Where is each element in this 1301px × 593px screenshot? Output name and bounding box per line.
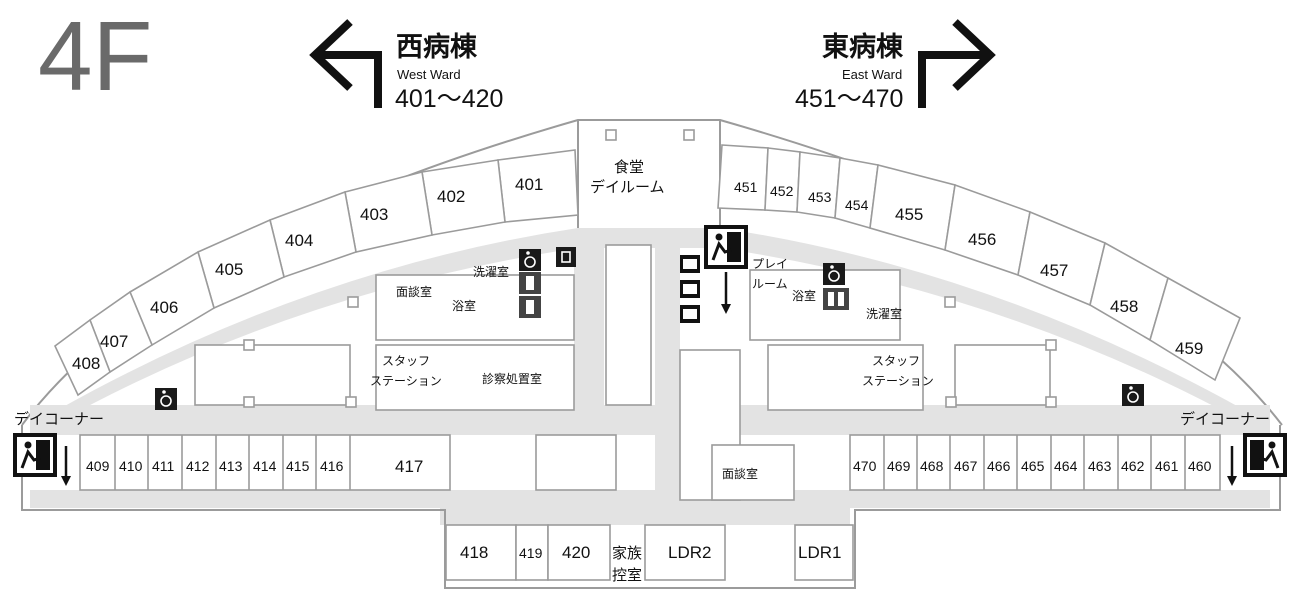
room-452: 452 [770, 183, 794, 199]
emergency-exit-icon [13, 433, 57, 477]
room-412: 412 [186, 458, 210, 474]
room-417: 417 [395, 457, 423, 476]
dining-label: 食堂 [614, 158, 644, 176]
room-467: 467 [954, 458, 978, 474]
room-463: 463 [1088, 458, 1112, 474]
east-ward-english: East Ward [842, 67, 902, 82]
down-arrow-icon [61, 446, 71, 486]
west-interview-room: 面談室 [396, 284, 432, 299]
east-staff-1: スタッフ [872, 354, 920, 368]
room-420: 420 [562, 543, 590, 562]
room-464: 464 [1054, 458, 1078, 474]
room-403: 403 [360, 205, 388, 224]
room-451: 451 [734, 179, 758, 195]
room-404: 404 [285, 231, 313, 250]
play-room-1: プレイ [752, 257, 788, 271]
room-414: 414 [253, 458, 277, 474]
east-arc-rooms [717, 144, 1242, 382]
room-455: 455 [895, 205, 923, 224]
east-day-corner: デイコーナー [1180, 410, 1270, 428]
emergency-exit-icon [1243, 433, 1287, 477]
west-ward-arrow-icon [309, 19, 382, 108]
treatment-room: 診察処置室 [482, 371, 542, 386]
west-day-corner: デイコーナー [14, 410, 104, 428]
west-laundry: 洗濯室 [473, 264, 509, 279]
east-ward-rooms: 451〜470 [795, 85, 903, 113]
bottom-rooms [445, 524, 854, 581]
west-arc-rooms [53, 149, 579, 397]
room-413: 413 [219, 458, 243, 474]
room-ldr1: LDR1 [798, 543, 841, 562]
room-415: 415 [286, 458, 310, 474]
wheelchair-icon [155, 388, 177, 410]
room-459: 459 [1175, 339, 1203, 358]
room-457: 457 [1040, 261, 1068, 280]
room-462: 462 [1121, 458, 1145, 474]
room-465: 465 [1021, 458, 1045, 474]
room-470: 470 [853, 458, 877, 474]
emergency-exit-icon [704, 225, 748, 269]
room-456: 456 [968, 230, 996, 249]
east-row-rooms [849, 434, 1221, 491]
room-458: 458 [1110, 297, 1138, 316]
dayroom-label: デイルーム [590, 178, 665, 196]
room-406: 406 [150, 298, 178, 317]
family-waiting-1: 家族 [612, 544, 642, 562]
room-401: 401 [515, 175, 543, 194]
room-407: 407 [100, 332, 128, 351]
room-405: 405 [215, 260, 243, 279]
down-arrow-icon [721, 272, 731, 314]
play-room-2: ルーム [752, 277, 788, 291]
wheelchair-icon [1122, 384, 1144, 406]
east-ward-arrow-icon [918, 19, 996, 108]
room-419: 419 [519, 545, 543, 561]
wheelchair-icon [823, 263, 845, 285]
room-453: 453 [808, 189, 832, 205]
west-staff-1: スタッフ [382, 354, 430, 368]
floor-label: 4F [38, 1, 152, 111]
east-staff-2: ステーション [862, 374, 934, 388]
room-ldr2: LDR2 [668, 543, 711, 562]
room-408: 408 [72, 354, 100, 373]
room-454: 454 [845, 197, 869, 213]
room-409: 409 [86, 458, 110, 474]
building-outline [21, 119, 1283, 589]
room-416: 416 [320, 458, 344, 474]
east-laundry: 洗濯室 [866, 306, 902, 321]
room-461: 461 [1155, 458, 1179, 474]
telephone-icon [556, 247, 576, 267]
room-418: 418 [460, 543, 488, 562]
west-ward-rooms: 401〜420 [395, 85, 503, 113]
room-410: 410 [119, 458, 143, 474]
wheelchair-icon [519, 249, 541, 271]
restroom-icon [519, 272, 849, 318]
room-460: 460 [1188, 458, 1212, 474]
room-469: 469 [887, 458, 911, 474]
east-bath: 浴室 [792, 288, 816, 303]
west-bath: 浴室 [452, 298, 476, 313]
west-row-rooms [79, 434, 451, 491]
room-466: 466 [987, 458, 1011, 474]
west-ward-name: 西病棟 [396, 32, 478, 63]
west-staff-2: ステーション [370, 374, 442, 388]
east-ward-name: 東病棟 [822, 32, 904, 63]
family-waiting-2: 控室 [612, 566, 642, 584]
dining-room: 食堂 デイルーム [590, 129, 695, 196]
elevator-icon [680, 255, 700, 323]
down-arrow-icon [1227, 446, 1237, 486]
room-411: 411 [152, 458, 175, 474]
room-402: 402 [437, 187, 465, 206]
west-ward-english: West Ward [397, 67, 461, 82]
east-interview-room: 面談室 [722, 466, 758, 481]
room-468: 468 [920, 458, 944, 474]
